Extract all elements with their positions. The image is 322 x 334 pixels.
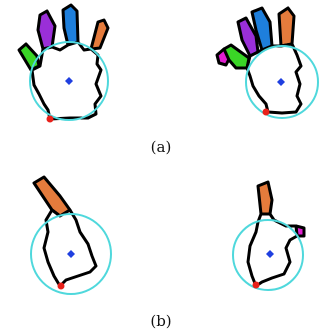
- wrist-point: [263, 109, 270, 116]
- finger-orange: [279, 8, 294, 46]
- panel-b-right: [233, 182, 304, 290]
- hand-outline: [44, 210, 96, 286]
- finger-orange: [91, 20, 108, 49]
- caption-a: (a): [151, 138, 172, 156]
- hand-outline: [248, 214, 297, 286]
- caption-b: (b): [150, 312, 171, 330]
- panel-b-left: [31, 177, 111, 294]
- hand-outline: [247, 44, 301, 113]
- finger-green: [19, 44, 39, 70]
- wrist-point: [253, 282, 260, 289]
- finger-orange: [258, 182, 272, 214]
- wrist-point: [47, 116, 54, 123]
- finger-blue: [63, 5, 78, 45]
- panel-a-left: [19, 5, 108, 123]
- panel-a-right: [217, 8, 318, 118]
- finger-purple: [38, 11, 55, 49]
- wrist-point: [58, 283, 65, 290]
